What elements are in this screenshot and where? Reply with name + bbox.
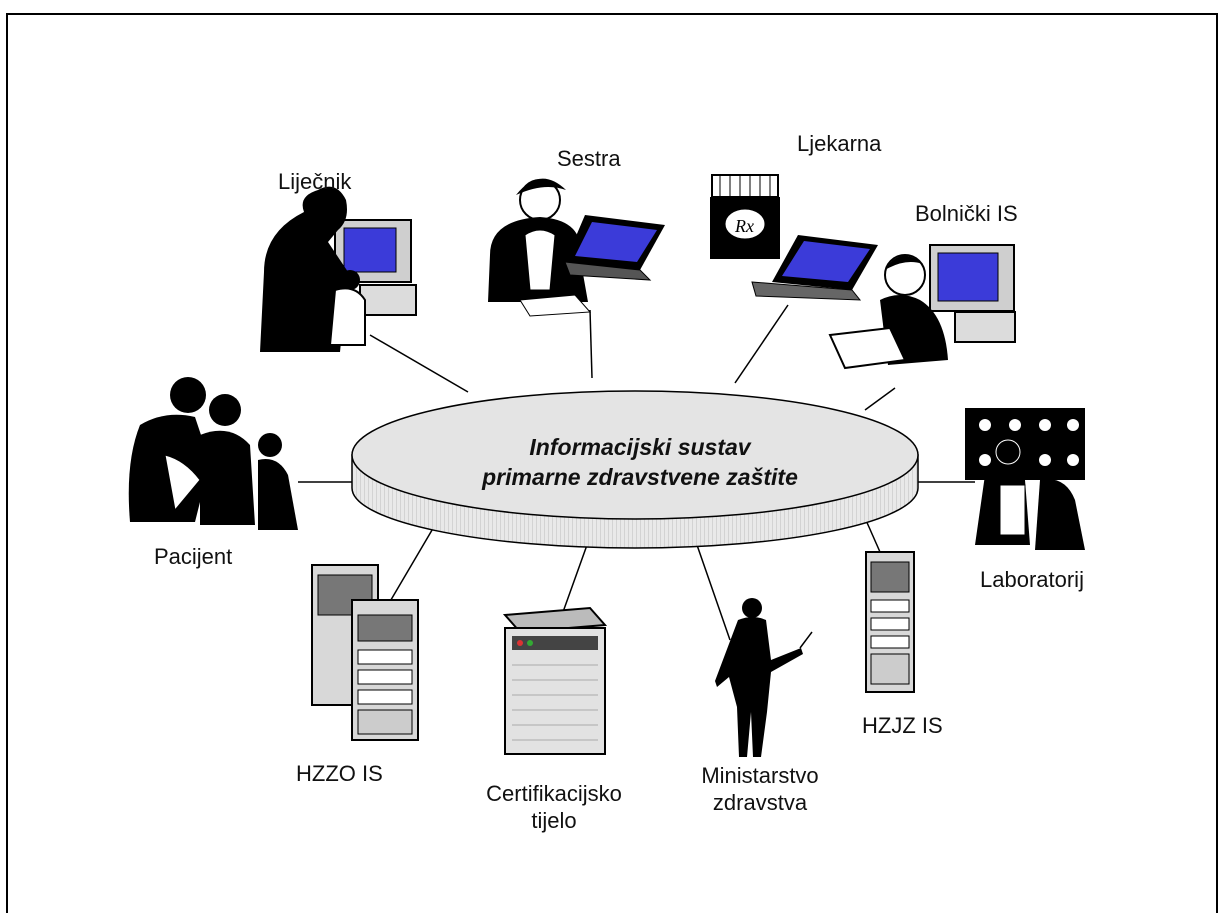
diagram-frame <box>6 13 1218 913</box>
label-ministarstvo-line1: Ministarstvo <box>701 763 819 788</box>
connector-sestra <box>589 309 593 379</box>
connector-lijecnik <box>369 334 469 393</box>
connector-hzjz <box>864 517 881 553</box>
label-ministarstvo: Ministarstvo zdravstva <box>685 762 835 816</box>
central-database-disk <box>351 390 919 549</box>
central-system-title: Informacijski sustav primarne zdravstven… <box>380 432 900 492</box>
label-sestra: Sestra <box>557 146 621 171</box>
laboratory-icon <box>965 408 1085 550</box>
ministry-speaker-icon <box>715 598 813 757</box>
connector-ljekarna <box>734 304 789 384</box>
label-certifikacijsko-line2: tijelo <box>531 808 577 833</box>
label-ljekarna: Ljekarna <box>797 131 882 156</box>
label-ministarstvo-line2: zdravstva <box>712 790 808 815</box>
rx-label: Rx <box>734 216 754 236</box>
connector-hzzo <box>384 524 436 611</box>
pharmacy-icon: Rx <box>710 174 878 301</box>
label-certifikacijsko-line1: Certifikacijsko <box>486 781 622 806</box>
label-bolnicki: Bolnički IS <box>915 201 1018 226</box>
nurse-icon <box>488 178 665 317</box>
doctor-icon <box>260 186 417 352</box>
label-certifikacijsko: Certifikacijsko tijelo <box>466 780 642 834</box>
connector-lines <box>298 304 975 641</box>
label-hzjz: HZJZ IS <box>862 713 943 738</box>
label-pacijent: Pacijent <box>154 544 233 569</box>
central-system-title-line1: Informacijski sustav <box>529 434 751 460</box>
connector-certifikacijsko <box>562 544 588 613</box>
hzzo-servers-icon <box>311 564 419 741</box>
connector-ministarstvo <box>696 544 731 641</box>
central-system-title-line2: primarne zdravstvene zaštite <box>482 464 798 490</box>
label-lijecnik: Liječnik <box>278 169 352 194</box>
label-hzzo: HZZO IS <box>296 761 383 786</box>
connector-bolnicki <box>864 387 896 411</box>
hzjz-server-icon <box>865 551 915 693</box>
certification-server-icon <box>502 606 608 755</box>
hospital-staff-icon <box>828 244 1016 370</box>
label-laboratorij: Laboratorij <box>980 567 1084 592</box>
family-icon <box>128 377 298 530</box>
